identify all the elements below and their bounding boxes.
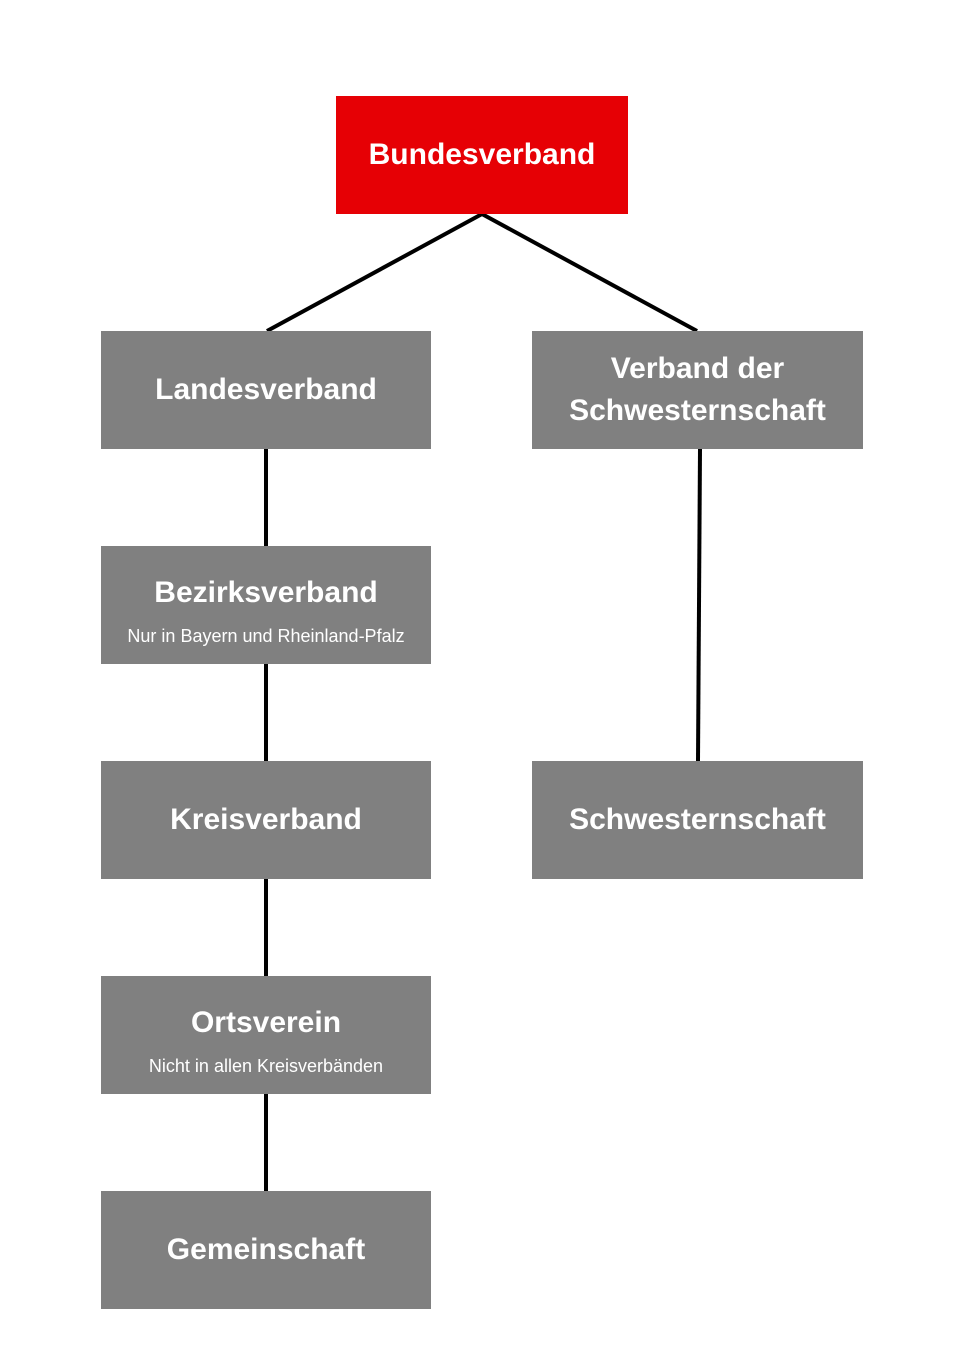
node-bundesverband: Bundesverband <box>336 96 628 214</box>
node-subtitle: Nur in Bayern und Rheinland-Pfalz <box>127 625 405 646</box>
edge-schwesternverband-schwesternschaft <box>696 448 702 762</box>
edge-bundes-landes <box>266 212 483 333</box>
node-title: Landesverband <box>155 373 377 406</box>
node-title-line1: Verband der <box>610 352 785 385</box>
node-bezirksverband: Bezirksverband Nur in Bayern und Rheinla… <box>101 546 431 664</box>
node-gemeinschaft: Gemeinschaft <box>101 1191 431 1309</box>
node-title: Kreisverband <box>170 803 362 836</box>
node-title: Bundesverband <box>368 138 596 171</box>
node-subtitle: Nicht in allen Kreisverbänden <box>148 1055 384 1076</box>
node-schwesternschaft: Schwesternschaft <box>532 761 863 879</box>
node-title: Ortsverein <box>190 1005 342 1039</box>
node-title: Bezirksverband <box>154 575 378 609</box>
node-landesverband: Landesverband <box>101 331 431 449</box>
node-kreisverband: Kreisverband <box>101 761 431 879</box>
node-verband-der-schwesternschaft: Verband der Schwesternschaft <box>532 331 863 449</box>
edge-bundes-schwesternverband <box>481 212 698 333</box>
node-ortsverein: Ortsverein Nicht in allen Kreisverbänden <box>101 976 431 1094</box>
node-title: Gemeinschaft <box>166 1233 366 1266</box>
node-title-line2: Schwesternschaft <box>569 394 826 427</box>
node-title: Schwesternschaft <box>569 803 826 836</box>
